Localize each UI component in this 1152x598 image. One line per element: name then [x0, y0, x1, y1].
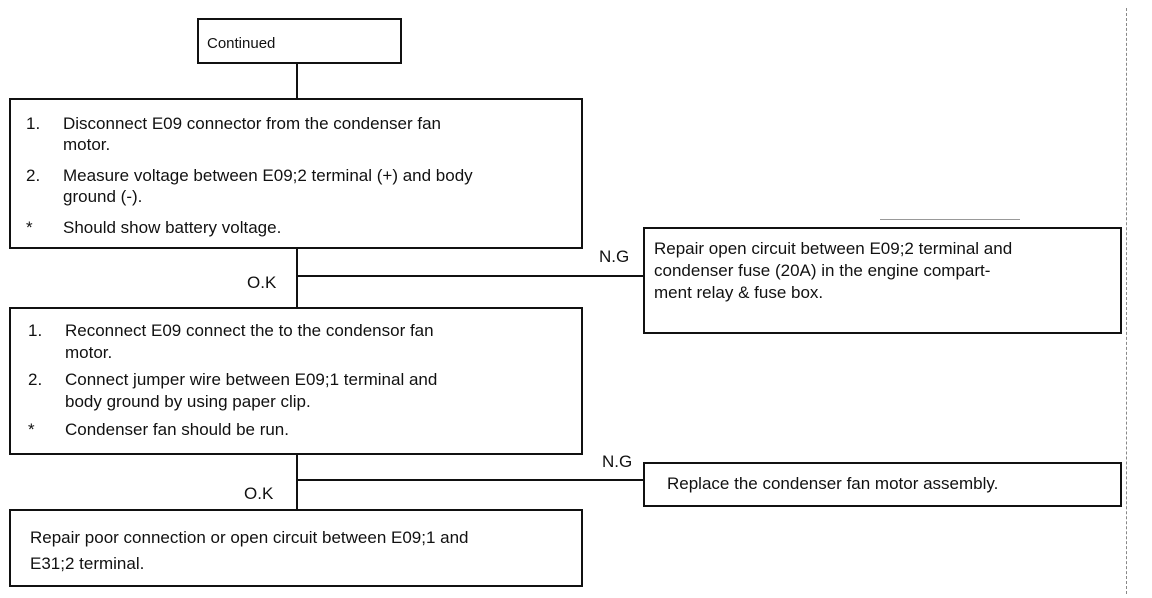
- step2-item-2-line-2: body ground by using paper clip.: [65, 392, 311, 411]
- step2-item-1-line-2: motor.: [65, 343, 113, 362]
- step1-item-3-line-1: Should show battery voltage.: [63, 218, 282, 237]
- step1-box: 1. Disconnect E09 connector from the con…: [9, 98, 583, 249]
- step1-item-1-marker: 1.: [26, 114, 41, 133]
- final-line-1: Repair poor connection or open circuit b…: [30, 528, 469, 547]
- step2-box: 1. Reconnect E09 connect the to the cond…: [9, 307, 583, 455]
- step1-item-3-marker: *: [26, 218, 33, 237]
- step2-item-1-marker: 1.: [28, 321, 43, 340]
- connector-step1-ng-branch: [297, 275, 644, 277]
- ng1-top-stroke: [880, 219, 1020, 220]
- connector-start-to-step1: [296, 64, 298, 99]
- connector-step2-to-final: [296, 455, 298, 509]
- step1-item-2-line-2: ground (-).: [63, 187, 143, 206]
- step2-item-3-marker: *: [28, 420, 35, 439]
- step2-item-3-line-1: Condenser fan should be run.: [65, 420, 289, 439]
- ng1-line-1: Repair open circuit between E09;2 termin…: [654, 239, 1013, 258]
- final-line-2: E31;2 terminal.: [30, 554, 145, 573]
- step1-item-1-line-1: Disconnect E09 connector from the conden…: [63, 114, 441, 133]
- step1-ok-label: O.K: [247, 273, 277, 292]
- step2-ok-label: O.K: [244, 484, 274, 503]
- connector-step1-to-step2: [296, 249, 298, 308]
- final-box: Repair poor connection or open circuit b…: [9, 509, 583, 587]
- ng2-text: Replace the condenser fan motor assembly…: [667, 474, 999, 493]
- step1-item-2-line-1: Measure voltage between E09;2 terminal (…: [63, 166, 473, 185]
- continued-box: Continued: [197, 18, 402, 64]
- ng1-line-2: condenser fuse (20A) in the engine compa…: [654, 261, 991, 280]
- step1-ng-label: N.G: [599, 247, 630, 266]
- step2-ng-label: N.G: [602, 452, 633, 471]
- ng2-box: Replace the condenser fan motor assembly…: [643, 462, 1122, 507]
- step1-item-2-marker: 2.: [26, 166, 41, 185]
- step1-item-1-line-2: motor.: [63, 135, 111, 154]
- step2-item-1-line-1: Reconnect E09 connect the to the condens…: [65, 321, 434, 340]
- continued-label: Continued: [207, 35, 276, 52]
- connector-step2-ng-branch: [297, 479, 644, 481]
- ng1-box: Repair open circuit between E09;2 termin…: [643, 227, 1122, 334]
- ng1-line-3: ment relay & fuse box.: [654, 283, 824, 302]
- step2-item-2-marker: 2.: [28, 370, 43, 389]
- page-edge-dotted-line: [1126, 8, 1127, 594]
- step2-item-2-line-1: Connect jumper wire between E09;1 termin…: [65, 370, 438, 389]
